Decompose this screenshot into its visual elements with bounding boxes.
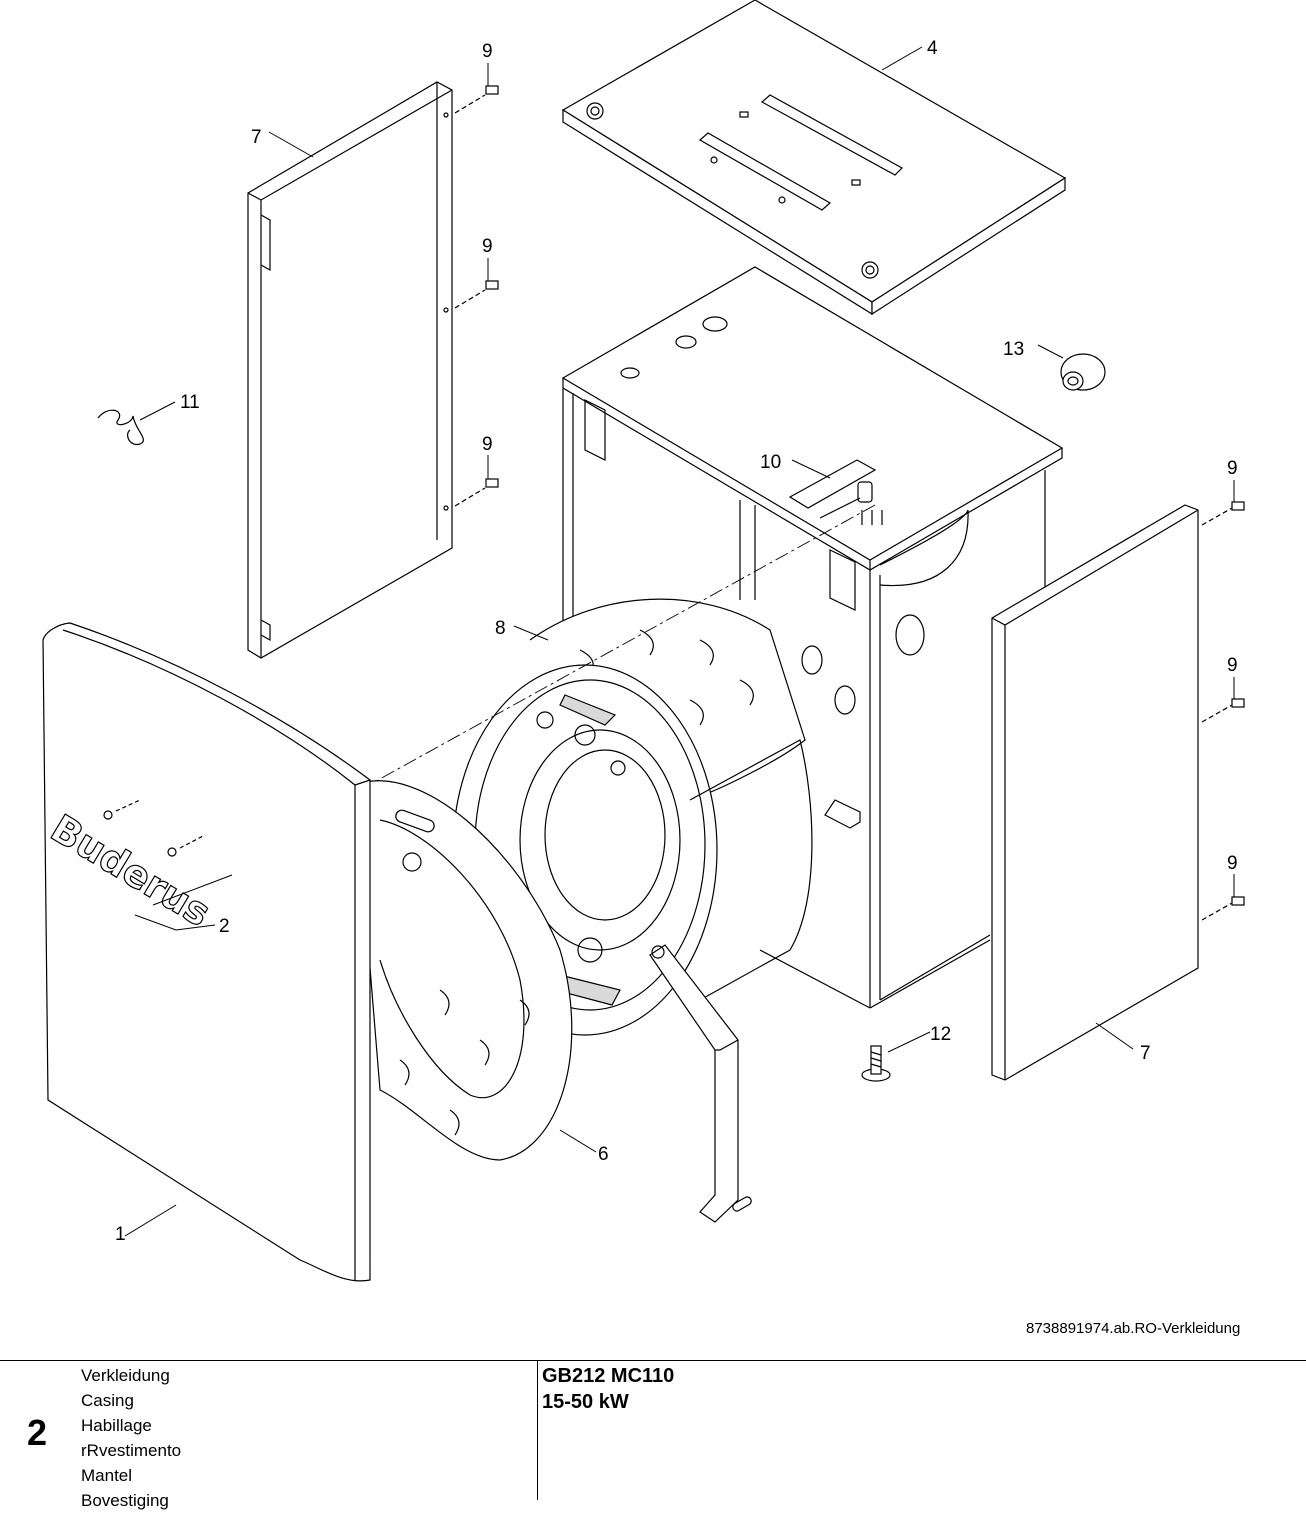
callout-9-c: 9 [482,434,493,455]
power-range: 15-50 kW [542,1391,629,1413]
drawing-reference: 8738891974.ab.RO-Verkleidung [1026,1320,1241,1337]
part-10-fitting [788,459,883,525]
screws-right [1201,501,1245,921]
part-bracket [649,944,752,1223]
title-de: Verkleidung [81,1366,170,1385]
part-front-insulation [354,780,573,1161]
callout-1: 1 [115,1224,126,1245]
part-left-side-panel [247,81,453,659]
exploded-view-drawing: Buderus 1 2 4 6 7 7 8 9 9 9 9 9 9 10 [42,0,1245,1282]
sheet-number: 2 [27,1412,48,1453]
part-front-door [42,622,371,1282]
title-extra: Bovestiging [81,1491,169,1510]
callout-11: 11 [180,392,200,413]
callout-6: 6 [598,1144,609,1165]
model-block: GB212 MC110 15-50 kW [542,1363,674,1415]
callout-13: 13 [1003,339,1024,360]
callout-7-right: 7 [1140,1043,1151,1064]
title-fr: Habillage [81,1416,152,1435]
section-titles: Verkleidung Casing Habillage rRvestiment… [81,1363,181,1513]
model-name: GB212 MC110 [542,1365,675,1387]
part-top-cover [561,0,1067,316]
callout-labels: 1 2 4 6 7 7 8 9 9 9 9 9 9 10 11 12 13 [115,38,1238,1245]
callout-4: 4 [927,38,938,59]
footer-column-divider [537,1360,538,1500]
callout-9-b: 9 [482,236,493,257]
callout-9-e: 9 [1227,655,1238,676]
part-adjustable-foot [861,1045,891,1082]
callout-9-d: 9 [1227,458,1238,479]
leader-lines [124,46,1235,1237]
callout-2: 2 [219,916,230,937]
callout-8: 8 [495,618,506,639]
callout-12: 12 [930,1024,951,1045]
part-right-side-panel [991,504,1199,1081]
title-nl: Mantel [81,1466,133,1485]
title-it: rRvestimento [81,1441,182,1460]
footer-divider [0,1360,1306,1361]
callout-9-a: 9 [482,41,493,62]
callout-10: 10 [760,452,781,473]
title-en: Casing [81,1391,134,1410]
part-frame [561,266,1064,1009]
screws-left [454,85,499,507]
callout-7-left: 7 [251,127,262,148]
part-grommet [1060,353,1106,391]
part-clip [97,409,144,446]
callout-9-f: 9 [1227,853,1238,874]
